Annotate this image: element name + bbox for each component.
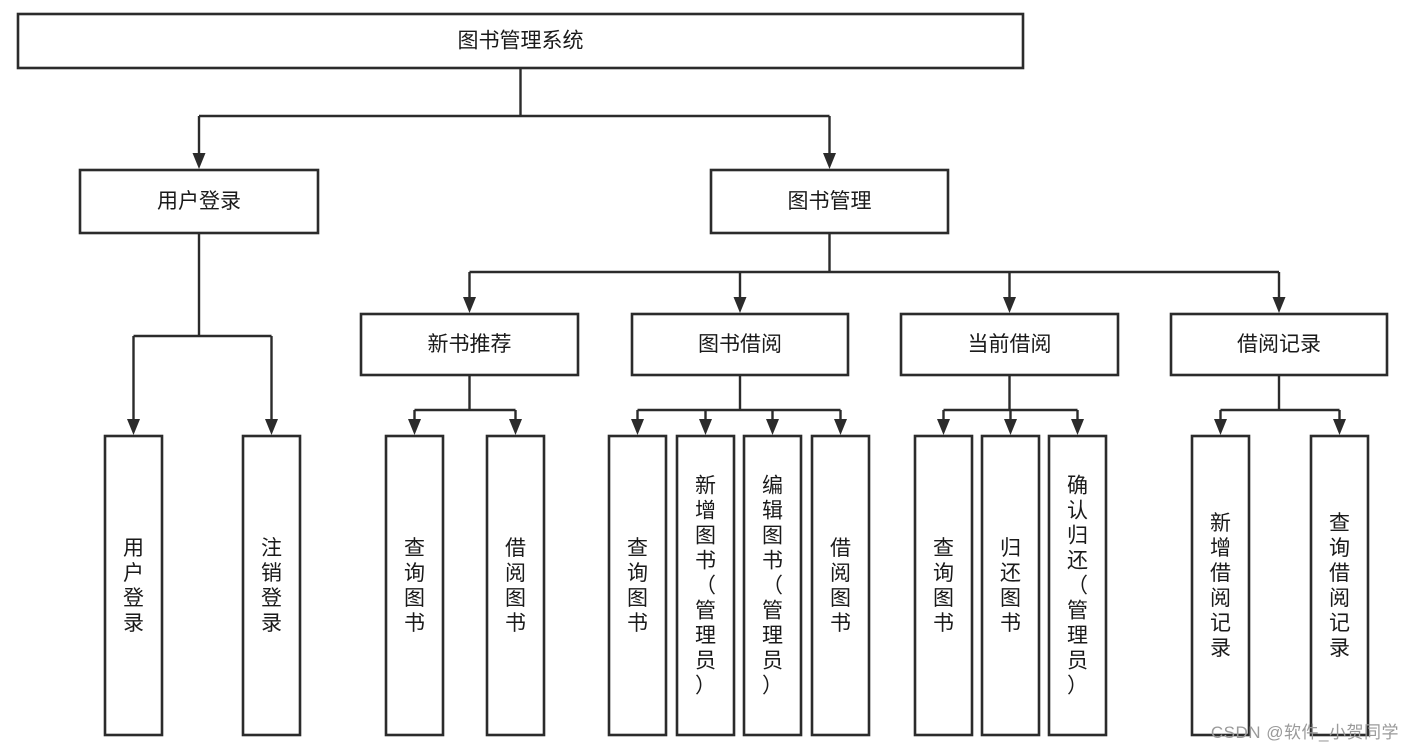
node-records[interactable]: 借阅记录 <box>1169 312 1389 377</box>
node-leaf-cu-query[interactable]: 查询图书 <box>913 434 974 737</box>
node-box <box>630 312 850 377</box>
node-label: 新书推荐 <box>428 333 512 356</box>
node-box <box>709 168 950 235</box>
node-root[interactable]: 图书管理系统 <box>16 12 1025 70</box>
arrow-head-icon <box>766 419 779 435</box>
arrow-head-icon <box>1214 419 1227 435</box>
node-current[interactable]: 当前借阅 <box>899 312 1120 377</box>
arrow-head-icon <box>823 153 836 169</box>
node-leaf-rc-add[interactable]: 新增借阅记录 <box>1190 434 1251 737</box>
arrow-head-icon <box>1003 297 1016 313</box>
node-box <box>675 434 736 737</box>
node-box <box>742 434 803 737</box>
arrow-head-icon <box>1333 419 1346 435</box>
node-leaf-cu-return[interactable]: 归还图书 <box>980 434 1041 737</box>
node-leaf-bo-query[interactable]: 查询图书 <box>607 434 668 737</box>
arrow-head-icon <box>408 419 421 435</box>
node-label: 查询借阅记录 <box>1329 512 1350 660</box>
node-label: 确认归还（管理员） <box>1067 475 1088 698</box>
node-label: 图书借阅 <box>698 333 782 356</box>
node-box <box>485 434 546 737</box>
node-box <box>1190 434 1251 737</box>
node-label: 借阅图书 <box>830 537 851 635</box>
arrow-head-icon <box>1004 419 1017 435</box>
node-box <box>359 312 580 377</box>
node-label: 当前借阅 <box>968 333 1052 356</box>
node-leaf-nb-query[interactable]: 查询图书 <box>384 434 445 737</box>
node-leaf-bo-edit[interactable]: 编辑图书（管理员） <box>742 434 803 737</box>
node-leaf-cu-confirm[interactable]: 确认归还（管理员） <box>1047 434 1108 737</box>
node-box <box>899 312 1120 377</box>
arrow-head-icon <box>733 297 747 313</box>
node-box <box>103 434 164 737</box>
node-label: 查询图书 <box>627 537 648 635</box>
node-box <box>1169 312 1389 377</box>
node-box <box>241 434 302 737</box>
node-box <box>1047 434 1108 737</box>
node-leaf-bo-add[interactable]: 新增图书（管理员） <box>675 434 736 737</box>
node-box <box>810 434 871 737</box>
arrow-head-icon <box>192 153 206 169</box>
node-label: 借阅记录 <box>1237 333 1321 356</box>
node-label: 编辑图书（管理员） <box>762 475 783 698</box>
node-label: 用户登录 <box>157 190 241 213</box>
arrow-head-icon <box>127 419 140 435</box>
node-login[interactable]: 用户登录 <box>78 168 320 235</box>
node-label: 查询图书 <box>404 537 425 635</box>
arrow-head-icon <box>1071 419 1084 435</box>
node-label: 图书管理 <box>788 190 872 213</box>
node-box <box>78 168 320 235</box>
node-label: 新增图书（管理员） <box>695 475 716 698</box>
arrow-head-icon <box>937 419 950 435</box>
node-label: 图书管理系统 <box>458 30 584 53</box>
node-leaf-bo-lend[interactable]: 借阅图书 <box>810 434 871 737</box>
node-borrow[interactable]: 图书借阅 <box>630 312 850 377</box>
node-layer: 图书管理系统用户登录图书管理新书推荐图书借阅当前借阅借阅记录用户登录注销登录查询… <box>16 12 1389 737</box>
node-newbook[interactable]: 新书推荐 <box>359 312 580 377</box>
node-leaf-rc-query[interactable]: 查询借阅记录 <box>1309 434 1370 737</box>
node-box <box>980 434 1041 737</box>
edge-layer <box>127 68 1346 435</box>
node-label: 新增借阅记录 <box>1210 512 1231 660</box>
node-leaf-nb-borrow[interactable]: 借阅图书 <box>485 434 546 737</box>
node-box <box>607 434 668 737</box>
node-box <box>384 434 445 737</box>
node-label: 注销登录 <box>261 537 282 635</box>
arrow-head-icon <box>1272 297 1286 313</box>
arrow-head-icon <box>265 419 278 435</box>
node-label: 用户登录 <box>123 537 144 635</box>
arrow-head-icon <box>631 419 644 435</box>
arrow-head-icon <box>509 419 522 435</box>
arrow-head-icon <box>699 419 712 435</box>
arrow-head-icon <box>834 419 847 435</box>
node-label: 借阅图书 <box>505 537 526 635</box>
node-leaf-user-logout[interactable]: 注销登录 <box>241 434 302 737</box>
node-label: 查询图书 <box>933 537 954 635</box>
node-box <box>1309 434 1370 737</box>
node-leaf-user-login[interactable]: 用户登录 <box>103 434 164 737</box>
node-bookmgmt[interactable]: 图书管理 <box>709 168 950 235</box>
arrow-head-icon <box>463 297 476 313</box>
node-box <box>16 12 1025 70</box>
node-box <box>913 434 974 737</box>
node-label: 归还图书 <box>1000 537 1021 635</box>
